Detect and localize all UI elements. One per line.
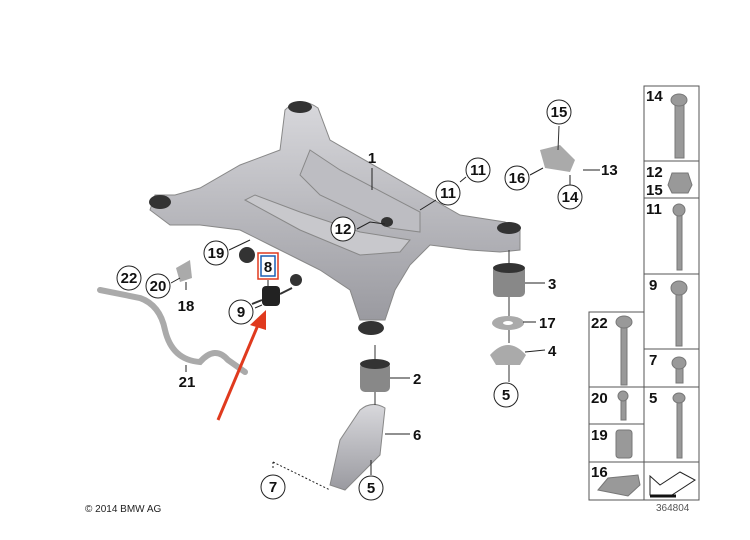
stabilizer-part-21 [97, 287, 248, 375]
arrow-icon [649, 471, 696, 498]
table-label-15: 15 [646, 182, 663, 199]
callout-11a: 11 [465, 157, 491, 183]
callout-13: 13 [601, 162, 618, 179]
callout-20: 20 [150, 278, 167, 295]
callout-9: 9 [237, 304, 245, 321]
bracket-part-6 [329, 404, 386, 491]
callout-7: 7 [269, 479, 277, 496]
callout-5-bottom: 5 [367, 480, 375, 497]
callout-22-group: 22 [116, 265, 142, 291]
bracket-part-16 [540, 145, 575, 172]
callout-15: 15 [551, 104, 568, 121]
mount-part-4 [490, 345, 526, 365]
rear-axle-carrier [149, 101, 521, 321]
callout-5a-group: 5 [493, 382, 519, 408]
callout-17: 17 [539, 315, 556, 332]
table-label-7: 7 [649, 352, 657, 369]
callout-4: 4 [548, 343, 557, 360]
table-label-11: 11 [646, 201, 662, 218]
callout-8: 8 [264, 259, 272, 276]
callout-15-group: 15 [546, 99, 572, 125]
leader-lines [170, 167, 600, 491]
callout-12: 12 [335, 221, 352, 238]
callout-11-top: 11 [470, 162, 486, 179]
parts-table-labels: 14 12 15 11 9 7 5 22 20 19 16 [591, 88, 663, 481]
table-label-5: 5 [649, 390, 657, 407]
parts-table [588, 85, 700, 501]
callout-7-group: 7 [260, 474, 286, 500]
callout-19-group: 19 [203, 240, 229, 266]
callout-3: 3 [548, 276, 556, 293]
callout-21: 21 [179, 374, 196, 391]
callout-16: 16 [509, 170, 526, 187]
callout-1: 1 [368, 150, 376, 167]
table-label-12: 12 [646, 164, 663, 181]
table-label-9: 9 [649, 277, 657, 294]
bracket-part-20 [176, 260, 192, 282]
table-label-19: 19 [591, 427, 608, 444]
table-label-20: 20 [591, 390, 608, 407]
mount-part-2 [360, 359, 390, 392]
mount-part-3 [493, 263, 525, 297]
callout-22: 22 [121, 270, 138, 287]
callout-12-group: 12 [330, 216, 356, 242]
callout-2: 2 [413, 371, 421, 388]
table-label-16: 16 [591, 464, 608, 481]
callout-14: 14 [562, 189, 579, 206]
callout-20-group: 20 [145, 273, 171, 299]
fastener-images [597, 93, 693, 497]
bushing-part-8 [262, 286, 280, 306]
callout-14-group: 14 [557, 184, 583, 210]
callout-18: 18 [178, 298, 195, 315]
callout-5b-group: 5 [358, 475, 384, 501]
callout-11b: 11 [435, 180, 461, 206]
table-label-22: 22 [591, 315, 608, 332]
callout-11-bottom: 11 [440, 185, 456, 202]
copyright: © 2014 BMW AG [85, 504, 162, 515]
bushings [149, 101, 521, 335]
callout-5-right: 5 [502, 387, 510, 404]
callout-6: 6 [413, 427, 421, 444]
callout-9-group: 9 [228, 299, 254, 325]
callouts: 1 11 11 12 15 16 14 13 19 20 22 18 21 9 … [116, 99, 618, 501]
drawing-number: 364804 [656, 503, 690, 514]
callout-16-group: 16 [504, 165, 530, 191]
table-label-14: 14 [646, 88, 663, 105]
callout-19: 19 [208, 245, 225, 262]
highlight-arrow [216, 310, 266, 421]
callout-8-highlight: 8 [257, 252, 279, 280]
